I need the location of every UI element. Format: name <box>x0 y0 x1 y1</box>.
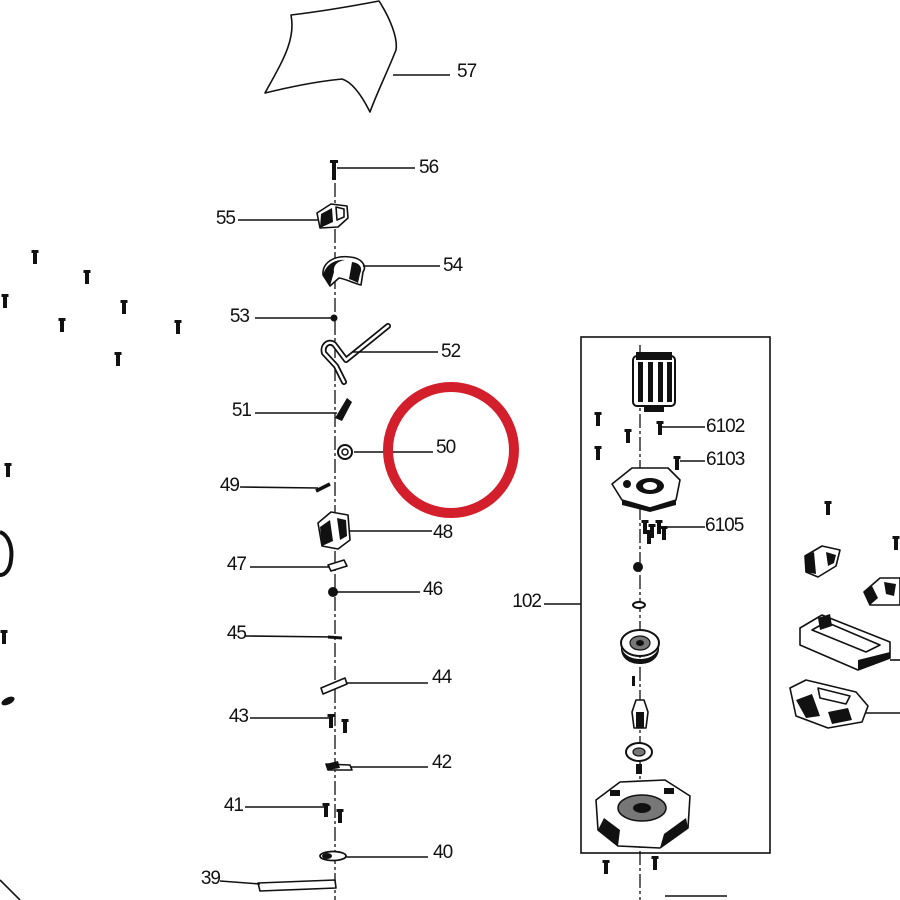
part-40-bushing <box>319 850 347 862</box>
part-49-pin <box>315 482 331 493</box>
callout-43-label: 43 <box>229 706 249 727</box>
callout-102-label: 102 <box>512 591 541 612</box>
part-56-pin <box>330 160 338 180</box>
part-50-washer <box>337 444 353 460</box>
callout-47-label: 47 <box>227 554 247 575</box>
part-55-bracket <box>316 203 349 229</box>
callout-46-label: 46 <box>423 579 443 600</box>
right-bracket-part-a <box>804 545 841 578</box>
part-42-shading <box>326 761 340 770</box>
callout-45-leader <box>244 635 335 638</box>
callout-6102-label: 6102 <box>706 416 745 437</box>
callout-57-label: 57 <box>457 61 477 82</box>
callout-51-label: 51 <box>232 400 252 421</box>
callout-40-label: 40 <box>433 842 453 863</box>
motor-shaft-pin <box>632 676 635 686</box>
part-47-clip <box>327 559 348 572</box>
motor-spacer-ball <box>633 562 643 572</box>
left-edge-small-part <box>1 696 15 706</box>
motor-lower-housing <box>595 779 691 849</box>
callout-48-label: 48 <box>433 522 453 543</box>
callout-39-label: 39 <box>201 868 221 889</box>
callout-41-label: 41 <box>224 795 244 816</box>
part-52-wire-spring <box>320 323 391 385</box>
part-51-latch <box>335 398 352 421</box>
motor-upper-housing <box>611 467 681 512</box>
part-57-cover-sheet <box>264 0 398 113</box>
part-54-clip <box>322 255 366 287</box>
right-tray-part <box>799 614 891 671</box>
callout-45-label: 45 <box>227 623 247 644</box>
part-46-ball <box>328 587 338 597</box>
right-bracket-part-b <box>863 577 900 606</box>
callout-39-leader <box>219 880 261 885</box>
motor-gear <box>620 629 660 664</box>
part-43-screws <box>327 714 349 733</box>
callout-44-label: 44 <box>432 667 453 688</box>
callout-49-label: 49 <box>220 475 240 496</box>
left-loose-screws <box>0 250 182 644</box>
callout-52-label: 52 <box>441 341 461 362</box>
callout-54-label: 54 <box>443 255 464 276</box>
callout-6105-label: 6105 <box>705 515 744 536</box>
right-loose-screws <box>824 501 900 550</box>
right-housing-part <box>789 679 869 729</box>
motor-small-washer <box>632 601 646 609</box>
motor-armature <box>632 352 676 412</box>
motor-small-screws <box>594 412 681 470</box>
callout-53-label: 53 <box>230 306 250 327</box>
part-41-screws <box>322 803 344 823</box>
part-53-ball <box>330 314 338 322</box>
highlight-circle <box>383 382 519 518</box>
part-48-lever-bracket <box>317 511 351 550</box>
motor-assembly-frame <box>580 336 771 854</box>
motor-brush-pins <box>641 520 668 544</box>
part-39-strip <box>257 879 337 892</box>
callout-56-label: 56 <box>419 157 439 178</box>
callout-6103-label: 6103 <box>706 449 745 470</box>
motor-mounting-screws <box>602 856 659 874</box>
motor-bearing <box>625 742 653 774</box>
callout-55-label: 55 <box>216 208 236 229</box>
left-edge-leader <box>0 879 21 900</box>
motor-pinion <box>631 699 649 729</box>
left-edge-bracket-part <box>0 530 14 577</box>
callout-49-leader <box>239 486 319 489</box>
callout-42-label: 42 <box>432 752 452 773</box>
part-44-rod <box>320 677 348 695</box>
callout-50-label: 50 <box>436 437 456 458</box>
